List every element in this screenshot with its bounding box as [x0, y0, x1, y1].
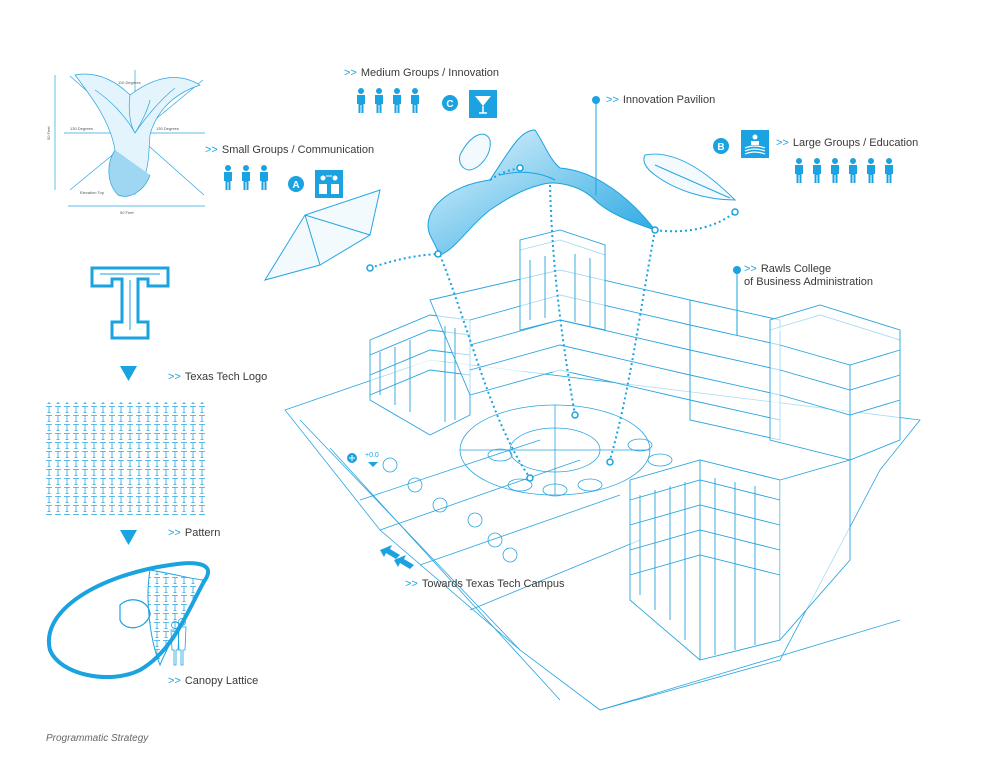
- connector-endpoints: [366, 164, 739, 482]
- cocktail-glass-icon: [469, 90, 497, 118]
- label-canopy-lattice: >>Canopy Lattice: [168, 675, 258, 687]
- large-groups-people-icon: [795, 158, 893, 183]
- texas-tech-logo-icon: [90, 266, 170, 340]
- label-towards-campus: >>Towards Texas Tech Campus: [405, 578, 565, 590]
- svg-text:C: C: [446, 99, 453, 110]
- svg-text:A: A: [292, 180, 299, 191]
- sketch-width: 50 Feet: [120, 210, 134, 215]
- label-innovation-pavilion-text: Innovation Pavilion: [622, 94, 716, 106]
- label-towards-campus-text: Towards Texas Tech Campus: [421, 578, 565, 590]
- badge-a: A: [288, 176, 304, 192]
- label-small-groups: >>Small Groups / Communication: [205, 144, 374, 156]
- small-canopy: [263, 189, 381, 281]
- label-large-groups: >>Large Groups / Education: [776, 137, 918, 149]
- label-prefix: >>: [205, 144, 218, 156]
- badge-b: B: [713, 138, 729, 154]
- label-pins: [595, 100, 738, 335]
- label-prefix: >>: [168, 527, 181, 539]
- medium-groups-people-icon: [357, 88, 419, 113]
- pattern-tile: [44, 402, 206, 515]
- svg-text:B: B: [717, 142, 724, 153]
- label-rawls-college: >>Rawls College of Business Administrati…: [744, 263, 873, 289]
- label-texas-tech-logo-text: Texas Tech Logo: [184, 371, 268, 383]
- label-texas-tech-logo: >>Texas Tech Logo: [168, 371, 267, 383]
- sketch-angle-right: 130 Degrees: [156, 126, 179, 131]
- label-prefix: >>: [744, 263, 757, 275]
- label-prefix: >>: [776, 137, 789, 149]
- sketch-height: 50 Feet: [46, 126, 51, 140]
- label-large-groups-text: Large Groups / Education: [792, 137, 919, 149]
- sketch-note: Elevation Top: [80, 190, 105, 195]
- sketch-angle-top: 110 Degrees: [118, 80, 141, 85]
- label-innovation-pavilion: >>Innovation Pavilion: [606, 94, 715, 106]
- label-rawls-line1: Rawls College: [760, 263, 832, 275]
- canopy-lattice-drawing: [46, 561, 211, 679]
- innovation-pavilion-pin: [592, 96, 600, 104]
- label-prefix: >>: [168, 371, 181, 383]
- small-groups-people-icon: [224, 165, 268, 190]
- label-pattern-text: Pattern: [184, 527, 221, 539]
- geometry-sketch: [54, 70, 205, 207]
- label-medium-groups: >>Medium Groups / Innovation: [344, 67, 499, 79]
- arrow-down-icon-1: [120, 366, 137, 381]
- label-pattern: >>Pattern: [168, 527, 220, 539]
- arrow-down-icon-2: [120, 530, 137, 545]
- direction-arrows-icon: [380, 545, 414, 569]
- label-rawls-line2: of Business Administration: [744, 276, 874, 288]
- label-prefix: >>: [168, 675, 181, 687]
- sketch-angle-left: 130 Degrees: [70, 126, 93, 131]
- label-medium-groups-text: Medium Groups / Innovation: [360, 67, 500, 79]
- communication-icon: [315, 170, 343, 198]
- large-canopy: [643, 153, 737, 201]
- badge-c: C: [442, 95, 458, 111]
- label-canopy-lattice-text: Canopy Lattice: [184, 675, 259, 687]
- site-ground-plane: [284, 359, 921, 711]
- label-prefix: >>: [344, 67, 357, 79]
- innovation-pavilion-canopy: [427, 129, 657, 256]
- rawls-college-building: [369, 229, 901, 661]
- label-prefix: >>: [405, 578, 418, 590]
- elevation-value: +0.0: [365, 452, 379, 459]
- medium-canopy-small: [459, 133, 491, 171]
- figure-caption: Programmatic Strategy: [46, 733, 149, 744]
- rawls-college-pin: [733, 266, 741, 274]
- education-podium-icon: [741, 130, 769, 158]
- label-prefix: >>: [606, 94, 619, 106]
- label-small-groups-text: Small Groups / Communication: [221, 144, 375, 156]
- elevation-marker-icon: [347, 453, 378, 467]
